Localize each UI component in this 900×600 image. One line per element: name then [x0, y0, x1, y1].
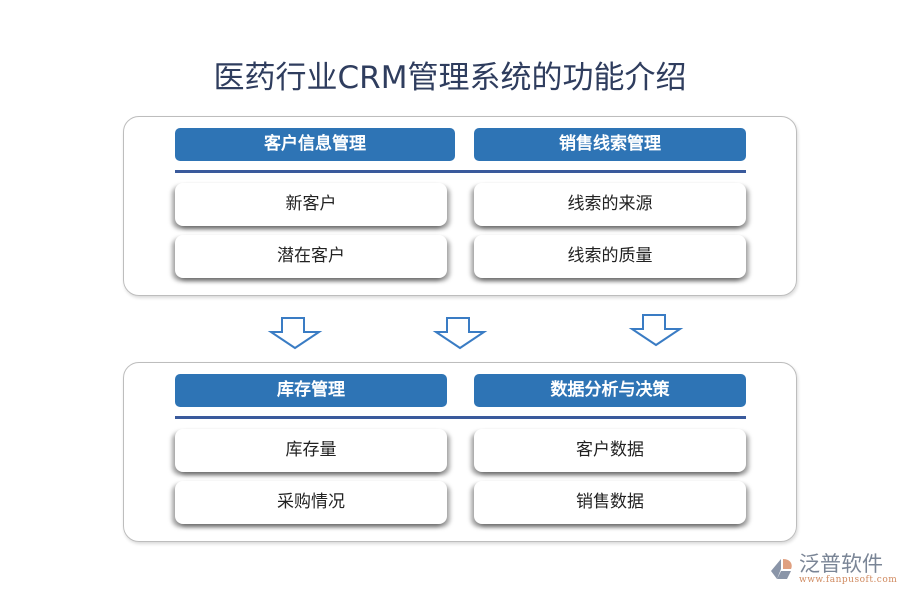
header-customer-info: 客户信息管理	[175, 128, 455, 161]
top-panel	[123, 116, 797, 296]
logo-icon	[771, 559, 792, 579]
item-purchasing: 采购情况	[175, 481, 447, 524]
logo-url: www.fanpusoft.com	[799, 575, 898, 585]
item-stock-quantity: 库存量	[175, 429, 447, 472]
item-lead-source: 线索的来源	[474, 183, 746, 226]
item-potential-customer: 潜在客户	[175, 235, 447, 278]
divider-line	[175, 170, 746, 173]
down-arrow-icon	[267, 317, 323, 350]
header-inventory: 库存管理	[175, 374, 447, 407]
bottom-panel	[123, 362, 797, 542]
divider-line	[175, 416, 746, 419]
header-data-analysis: 数据分析与决策	[474, 374, 746, 407]
page-title: 医药行业CRM管理系统的功能介绍	[213, 60, 687, 96]
header-sales-leads: 销售线索管理	[474, 128, 746, 161]
down-arrow-icon	[432, 317, 488, 350]
item-customer-data: 客户数据	[474, 429, 746, 472]
item-sales-data: 销售数据	[474, 481, 746, 524]
logo: 泛普软件 www.fanpusoft.com	[769, 553, 897, 585]
item-lead-quality: 线索的质量	[474, 235, 746, 278]
logo-name: 泛普软件	[799, 552, 883, 576]
item-new-customer: 新客户	[175, 183, 447, 226]
down-arrow-icon	[628, 314, 684, 347]
